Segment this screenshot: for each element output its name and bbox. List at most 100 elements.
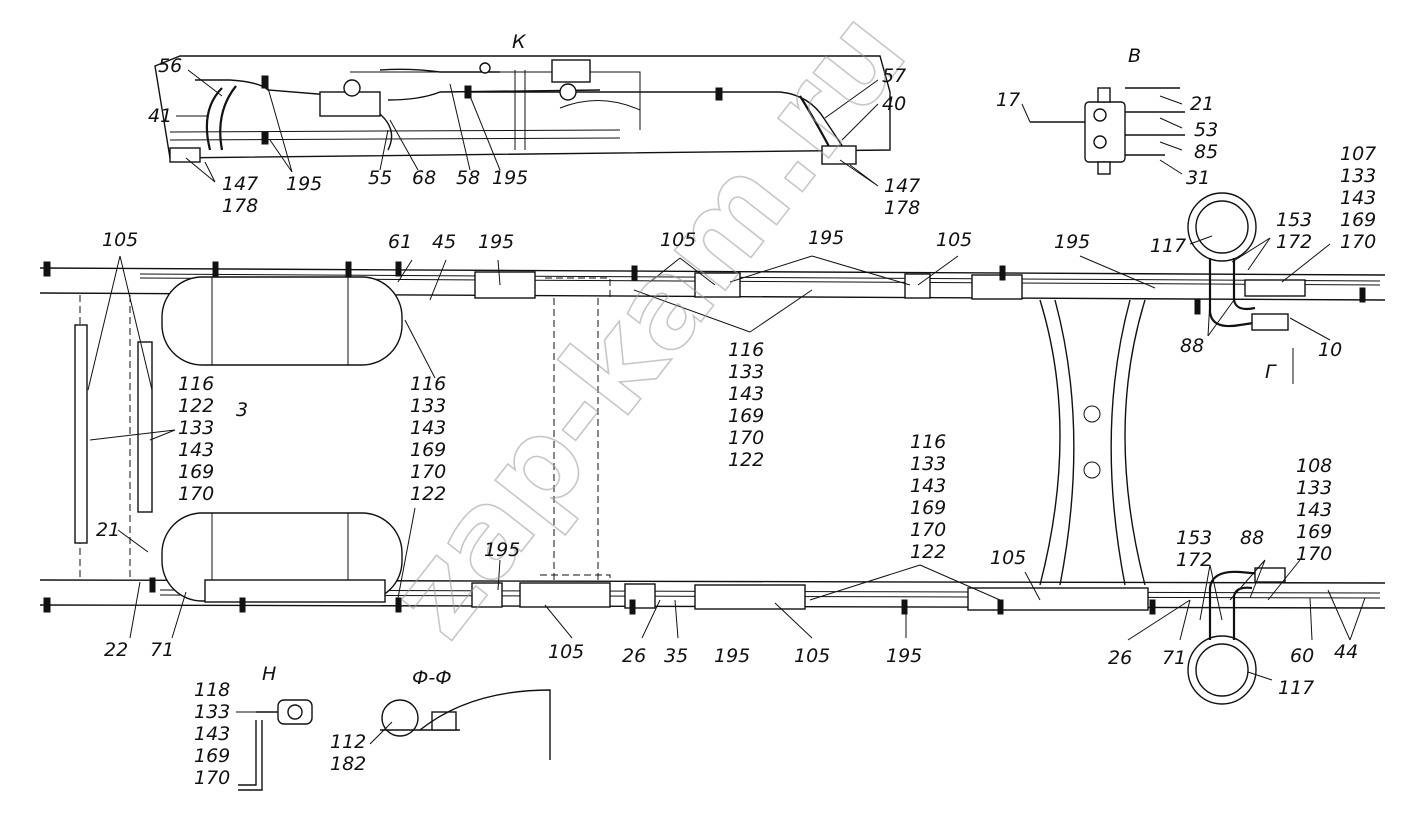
part-number-label: 133 [728,361,764,383]
clamps [43,261,1366,615]
part-number-label: 178 [222,195,258,217]
part-number-label: 170 [410,461,446,483]
view-g-label: Г [1265,361,1277,383]
part-number-label: 26 [1108,647,1132,669]
part-number-label: 105 [548,641,584,663]
part-number-label: 170 [1296,543,1332,565]
part-number-label: 153 [1276,209,1312,231]
part-number-label: 116 [910,431,946,453]
part-number-label: 195 [478,231,514,253]
part-number-label: 195 [714,645,750,667]
part-number-label: 169 [1340,209,1376,231]
part-number-label: 56 [158,55,182,77]
view-v-label: В [1128,45,1141,67]
part-number-label: 71 [1162,647,1186,669]
brake-chambers [1187,192,1306,705]
part-number-label: 53 [1194,119,1218,141]
part-number-label: 169 [178,461,214,483]
part-number-label: 105 [660,229,696,251]
part-number-label: 17 [996,89,1020,111]
part-number-label: 21 [1190,93,1214,115]
part-number-label: 170 [194,767,230,789]
part-labels: 56 41 147 178 195 55 68 58 195 57 40 147… [96,55,1376,789]
part-number-label: 71 [150,639,174,661]
part-number-label: 44 [1334,641,1358,663]
part-number-label: 107 [1340,143,1376,165]
part-number-label: 85 [1194,141,1218,163]
part-number-label: 45 [432,231,456,253]
part-number-label: 147 [884,175,920,197]
part-number-label: 61 [388,231,412,253]
part-number-label: 143 [410,417,446,439]
part-number-label: 21 [96,519,120,541]
part-number-label: 133 [1340,165,1376,187]
part-number-label: 105 [102,229,138,251]
part-number-label: 133 [1296,477,1332,499]
part-number-label: 169 [910,497,946,519]
part-number-label: 10 [1318,339,1342,361]
part-number-label: 116 [410,373,446,395]
part-number-label: 40 [882,93,906,115]
part-number-label: 31 [1186,167,1210,189]
view-k-label: К [512,31,527,53]
part-number-label: 133 [178,417,214,439]
part-number-label: 112 [330,731,366,753]
part-number-label: 182 [330,753,366,775]
part-number-label: 172 [1176,549,1212,571]
part-number-label: 122 [178,395,214,417]
part-number-label: 57 [882,65,906,87]
part-number-label: 170 [910,519,946,541]
part-number-label: 178 [884,197,920,219]
part-number-label: 147 [222,173,258,195]
inset-view-v [1030,87,1185,175]
part-number-label: 117 [1278,677,1314,699]
view-letters: К В Г Н Ф-Ф [262,31,1277,689]
air-tanks [161,276,403,602]
part-number-label: 170 [178,483,214,505]
part-number-label: 116 [178,373,214,395]
part-number-label: 143 [178,439,214,461]
part-number-label: 143 [910,475,946,497]
part-number-label: 26 [622,645,646,667]
part-number-label: 195 [286,173,322,195]
part-number-label: 108 [1296,455,1332,477]
part-number-label: 133 [194,701,230,723]
part-number-label: 195 [1054,231,1090,253]
view-ff-label: Ф-Ф [412,667,452,689]
part-number-label: 68 [412,167,436,189]
part-number-label: 105 [936,229,972,251]
part-number-label: 143 [728,383,764,405]
part-number-label: 105 [990,547,1026,569]
part-number-label: 105 [794,645,830,667]
part-number-label: 170 [728,427,764,449]
part-number-label: 122 [728,449,764,471]
part-number-label: 88 [1240,527,1264,549]
part-number-label: 133 [910,453,946,475]
part-number-label: 143 [194,723,230,745]
part-number-label: 88 [1180,335,1204,357]
part-number-label: 195 [808,227,844,249]
part-number-label: 118 [194,679,230,701]
part-number-label: 3 [236,399,248,421]
part-number-label: 41 [148,105,172,127]
part-number-label: 143 [1340,187,1376,209]
part-number-label: 195 [484,539,520,561]
part-number-label: 153 [1176,527,1212,549]
part-number-label: 60 [1290,645,1314,667]
part-number-label: 116 [728,339,764,361]
part-number-label: 169 [410,439,446,461]
part-number-label: 195 [492,167,528,189]
watermark-text: zap-kam.ru [362,0,932,662]
part-number-label: 133 [410,395,446,417]
leader-lines [87,69,1366,745]
part-number-label: 122 [910,541,946,563]
inset-view-n [238,699,313,791]
part-number-label: 169 [194,745,230,767]
part-number-label: 122 [410,483,446,505]
chassis-frame [39,267,1386,609]
inset-section-ff [380,689,551,760]
part-number-label: 170 [1340,231,1376,253]
part-number-label: 195 [886,645,922,667]
